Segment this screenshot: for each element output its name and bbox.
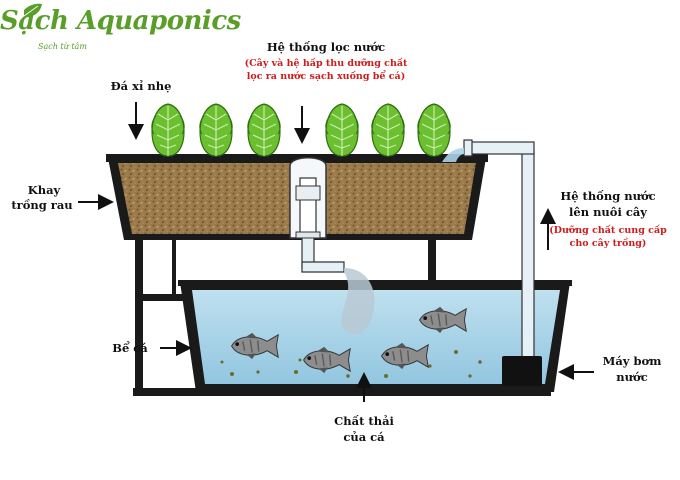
label-filter-desc-1: (Cây và hệ hấp thu dưỡng chất [244, 58, 408, 69]
label-grow-tray-2: trồng rau [11, 198, 73, 212]
label-water-up-desc-2: cho cây trồng) [569, 238, 647, 249]
arrows [78, 102, 594, 402]
label-filter-desc-2: lọc ra nước sạch xuống bể cá) [246, 71, 406, 82]
label-filter-title: Hệ thống lọc nước [266, 40, 386, 54]
label-waste-2: của cá [343, 430, 385, 444]
bell-siphon-icon [289, 157, 345, 273]
fish-tank [178, 280, 572, 392]
label-fish-tank: Bể cá [112, 341, 148, 355]
pump-icon [502, 356, 542, 386]
lettuce-icon [151, 103, 185, 157]
label-light-stone: Đá xỉ nhẹ [110, 79, 172, 93]
leaf-icon [23, 3, 42, 17]
lettuce-icon [371, 103, 405, 157]
label-waste-1: Chất thải [334, 414, 394, 428]
lettuce-icon [325, 103, 359, 157]
return-pipe [442, 139, 535, 363]
label-pump-1: Máy bơm [602, 354, 662, 368]
water-stream [341, 268, 375, 335]
label-water-up-desc-1: (Dưỡng chất cung cấp [549, 225, 667, 236]
lettuce-icon [417, 103, 451, 157]
logo-title: Sạch Aquaponics [0, 6, 241, 36]
label-pump-2: nước [616, 370, 648, 384]
logo-tagline: Sạch từ tâm [38, 42, 87, 51]
lettuce-icon [199, 103, 233, 157]
label-water-up-1: Hệ thống nước [560, 189, 656, 203]
fish-waste [220, 350, 482, 378]
label-grow-tray-1: Khay [27, 183, 61, 197]
label-water-up-2: lên nuôi cây [569, 205, 647, 219]
lettuce-icon [247, 103, 281, 157]
